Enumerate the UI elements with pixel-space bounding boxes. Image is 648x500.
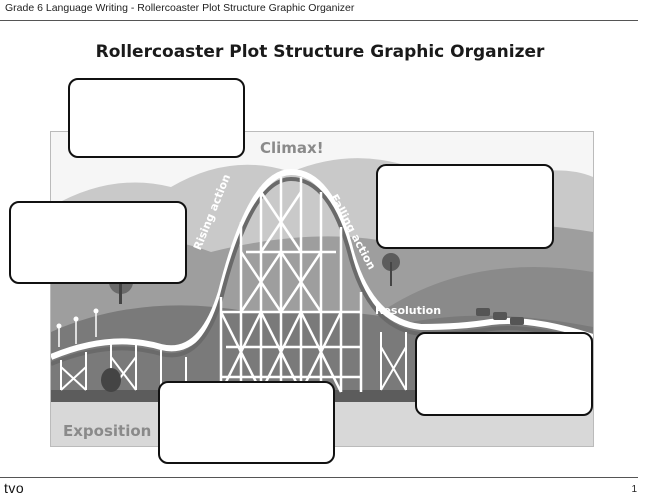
falling-action-answer-box[interactable] (376, 164, 554, 249)
rising-action-answer-box[interactable] (9, 201, 187, 284)
page-title: Rollercoaster Plot Structure Graphic Org… (95, 42, 545, 62)
document-header: Grade 6 Language Writing - Rollercoaster… (5, 2, 355, 14)
tvo-logo: tvo (4, 480, 25, 496)
header-divider (0, 20, 638, 21)
climax-answer-box[interactable] (68, 78, 245, 158)
resolution-label: Resolution (375, 304, 442, 317)
exposition-label: Exposition (63, 422, 152, 440)
page-number: 1 (631, 484, 637, 495)
footer-divider (0, 477, 638, 478)
climax-label: Climax! (260, 139, 324, 157)
exposition-answer-box[interactable] (158, 381, 335, 464)
resolution-answer-box[interactable] (415, 332, 593, 416)
